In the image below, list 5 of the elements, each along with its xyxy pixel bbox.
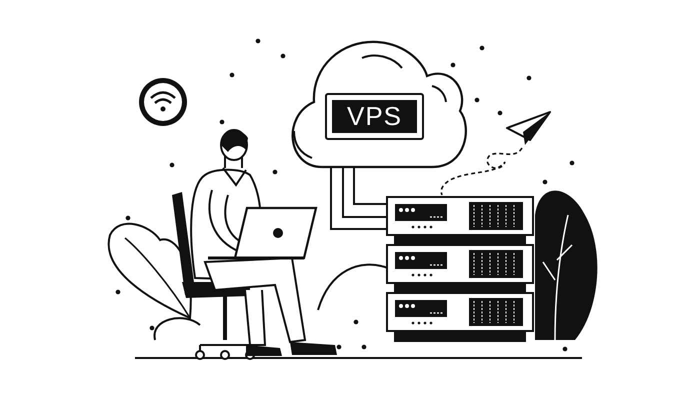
connector-line (342, 167, 387, 218)
vps-label: VPS (325, 93, 424, 140)
connector-line (330, 167, 387, 230)
connector-line (353, 167, 387, 205)
server-rack-drawing (386, 196, 534, 342)
